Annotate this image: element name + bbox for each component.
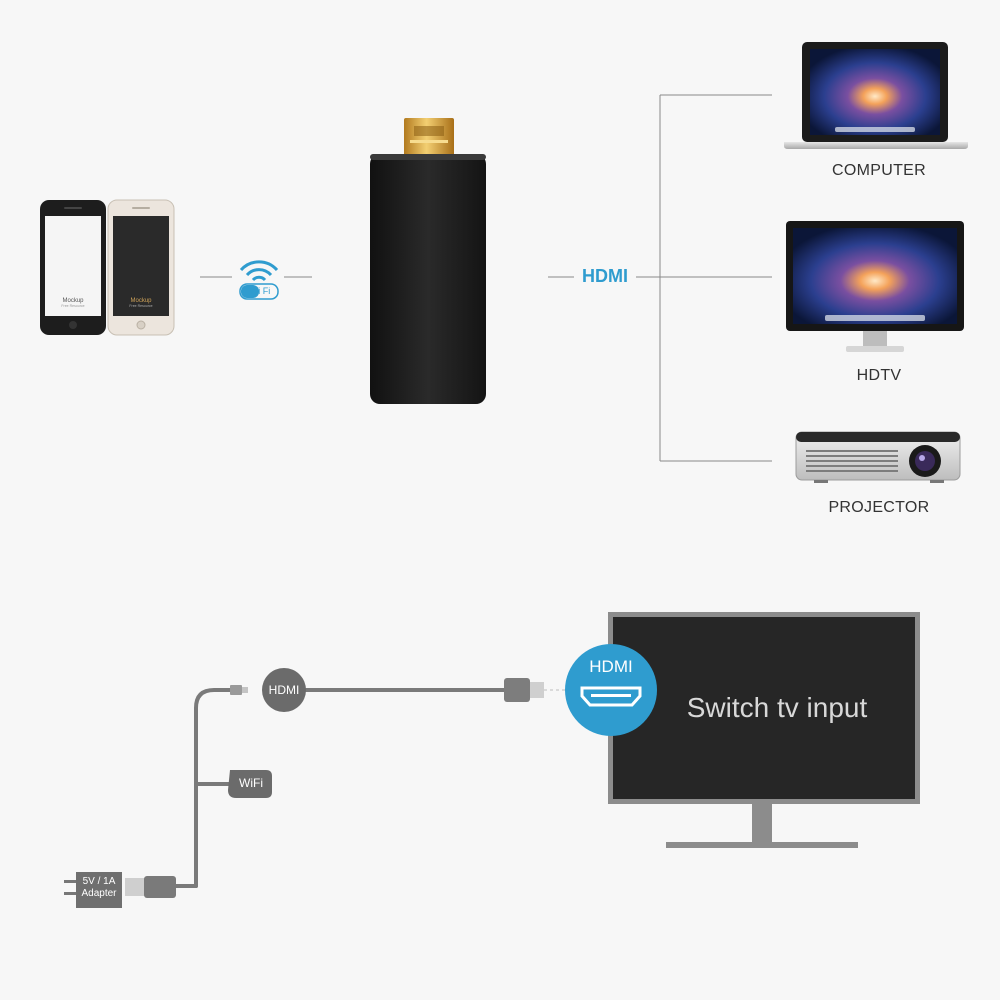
wifi-icon bbox=[239, 260, 279, 300]
hdmi-connector-label: HDMI bbox=[582, 266, 628, 286]
hdtv-image bbox=[786, 221, 964, 352]
phone-white-subtitle: Free Resource bbox=[129, 304, 153, 308]
phone-white-screen-text: Mockup Free Resource bbox=[113, 298, 169, 308]
phone-black-title: Mockup bbox=[62, 298, 84, 304]
usb-plug bbox=[125, 876, 176, 898]
phone-black-screen-text: Mockup Free Resource bbox=[45, 298, 101, 308]
projector-label: PROJECTOR bbox=[828, 499, 930, 516]
micro-usb-plug bbox=[230, 685, 248, 695]
hdmi-node-label: HDMI bbox=[268, 683, 300, 697]
hdmi-port-icon bbox=[580, 686, 642, 707]
phone-white-title: Mockup bbox=[130, 298, 152, 304]
adapter-label: 5V / 1A Adapter bbox=[76, 876, 122, 900]
wifi-badge-label: Wi Fi bbox=[249, 286, 271, 296]
phone-white bbox=[107, 199, 175, 336]
computer-label: COMPUTER bbox=[832, 162, 926, 179]
tv-hdmi-badge-circle bbox=[565, 644, 657, 736]
cable-assembly bbox=[170, 688, 508, 888]
hdmi-node-circle bbox=[262, 668, 306, 712]
phone-black-subtitle: Free Resource bbox=[61, 304, 85, 308]
adapter-name: Adapter bbox=[81, 888, 117, 899]
tv-image bbox=[608, 612, 920, 848]
phone-black bbox=[40, 200, 106, 335]
hdmi-dongle bbox=[370, 118, 486, 404]
hdtv-label: HDTV bbox=[856, 367, 902, 384]
computer-image bbox=[784, 42, 968, 149]
tv-hdmi-badge-label: HDMI bbox=[589, 657, 633, 676]
projector-image bbox=[795, 431, 961, 483]
wifi-node-shape bbox=[228, 770, 272, 798]
tv-screen-text: Switch tv input bbox=[686, 692, 868, 723]
wifi-node-label: WiFi bbox=[239, 776, 263, 790]
adapter-rating: 5V / 1A bbox=[82, 876, 116, 887]
hdmi-plug bbox=[504, 678, 566, 702]
wall-adapter bbox=[64, 872, 122, 908]
